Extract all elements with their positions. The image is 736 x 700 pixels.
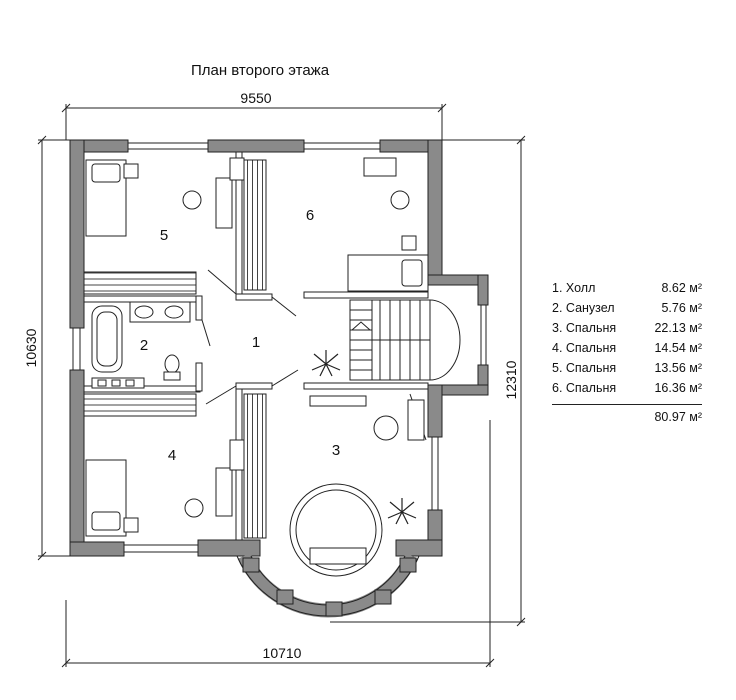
wardrobes <box>83 159 267 539</box>
dimension-right: 12310 <box>503 360 519 399</box>
room-number-5: 5 <box>160 227 168 244</box>
total-area: 80.97 м² <box>654 410 702 424</box>
dimension-bottom: 10710 <box>263 645 302 661</box>
rotunda-piers <box>242 557 417 617</box>
legend-divider <box>552 404 702 405</box>
room-number-6: 6 <box>306 207 314 224</box>
staircase <box>349 299 461 381</box>
windows <box>72 142 487 553</box>
dimension-top: 9550 <box>240 90 271 106</box>
beds <box>85 159 429 565</box>
room-number-1: 1 <box>252 334 260 351</box>
room-number-2: 2 <box>140 337 148 354</box>
exterior-walls <box>69 139 489 557</box>
bathroom-fixtures <box>91 301 191 389</box>
plan-title: План второго этажа <box>190 62 330 79</box>
room-number-3: 3 <box>332 442 340 459</box>
desks-tables <box>123 157 425 533</box>
room-number-4: 4 <box>168 447 176 464</box>
dimension-left: 10630 <box>23 328 39 367</box>
dimension-lines <box>37 103 526 668</box>
plant-icons <box>311 350 417 525</box>
